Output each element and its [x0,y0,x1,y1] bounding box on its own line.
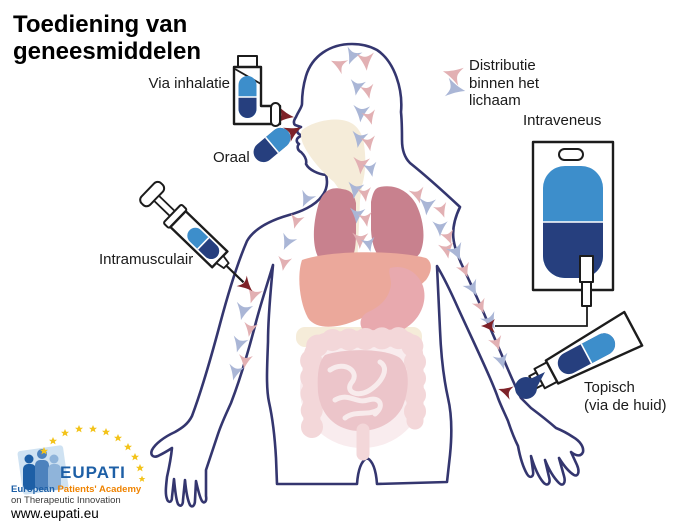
eu-star-icon [102,428,110,436]
legend-distribution-label: Distributie binnen het lichaam [469,57,540,110]
eu-star-icon [61,429,69,437]
inhaler-icon [232,55,282,127]
eupati-name-line2: on Therapeutic Innovation [11,495,121,506]
label-inhalation: Via inhalatie [148,75,230,92]
eupati-logo [17,425,146,495]
eu-star-icon [49,437,57,445]
human-body-figure [150,42,585,508]
ointment-blob-icon [515,372,545,399]
lungs-illustration [313,186,424,266]
eu-star-icon [131,453,139,461]
eu-star-icon [75,425,83,433]
eupati-website: www.eupati.eu [11,506,99,521]
people-silhouettes-icon [17,445,69,495]
ointment-tube-icon [528,310,644,390]
label-topical: Topisch (via de huid) [584,379,667,414]
syringe-icon [139,180,245,284]
pill-capsule-icon [253,127,291,163]
eu-star-icon [124,443,132,451]
iv-bag-icon [495,140,615,327]
label-intravenous: Intraveneus [523,112,602,129]
eu-star-icon [136,464,144,472]
intestines-illustration [300,332,424,461]
eu-star-icon [138,475,146,482]
stomach-illustration [360,266,425,336]
eupati-acronym: EUPATI [60,463,126,482]
eu-star-icon [89,425,97,433]
eu-star-icon [114,434,122,442]
label-oral: Oraal [213,149,250,166]
page-title: Toediening van geneesmiddelen [13,11,202,66]
eupati-name-part2: Patients' Academy [57,484,142,495]
iv-line [495,306,588,327]
eupati-name: European Patients' Academy [11,484,141,495]
label-intramuscular: Intramusculair [99,251,194,268]
eupati-name-part1: European [11,484,58,495]
